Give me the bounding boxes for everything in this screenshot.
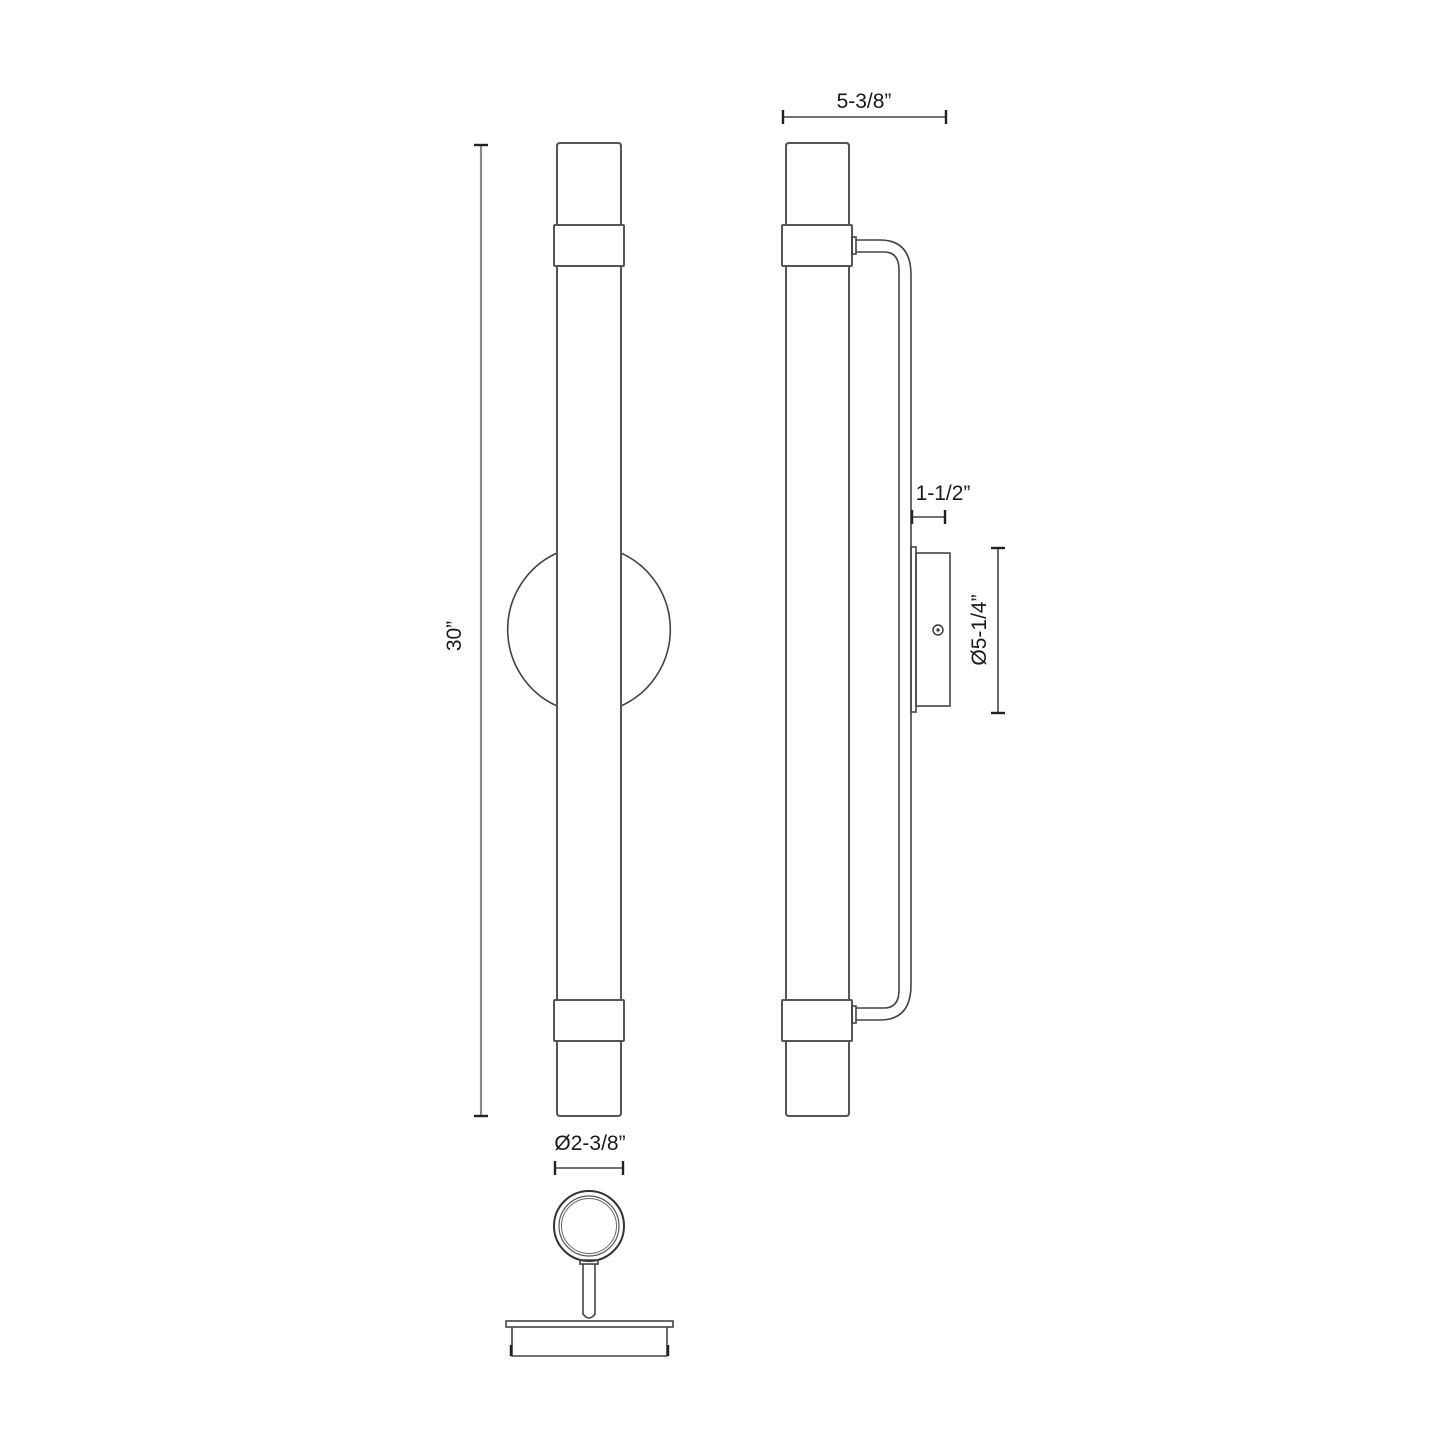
- top-backplate-body: [511, 1327, 668, 1357]
- lower-stud: [851, 1005, 857, 1024]
- front-view: 30”: [443, 142, 672, 1118]
- upper-stud: [851, 236, 857, 255]
- top-stem: [582, 1264, 596, 1319]
- tube-diameter-label: Ø2-3/8”: [554, 1132, 625, 1155]
- side-lower-band: [781, 999, 853, 1042]
- projection-dimension-label: 5-3/8”: [837, 90, 892, 113]
- height-dimension-label: 30”: [443, 621, 466, 651]
- front-upper-band: [553, 224, 625, 267]
- backplate-depth-label: 1-1/2”: [916, 482, 971, 505]
- backplate-depth-dimension: 1-1/2”: [910, 482, 971, 524]
- backplate-diameter-dimension: Ø5-1/4”: [968, 546, 1005, 715]
- top-backplate-lip: [505, 1320, 674, 1328]
- set-screw-icon: [932, 624, 944, 636]
- side-backplate: [910, 546, 951, 713]
- tube-cross-section-inner: [558, 1195, 620, 1257]
- height-dimension: 30”: [443, 143, 488, 1118]
- side-tube: [785, 142, 850, 1117]
- support-arm: [856, 239, 912, 1021]
- side-upper-band: [781, 224, 853, 267]
- tube-cross-section-outer: [553, 1190, 625, 1262]
- side-view: 5-3/8” 1-1/2” Ø5-1/4”: [781, 90, 1005, 1117]
- top-view: Ø2-3/8”: [505, 1132, 674, 1357]
- front-tube: [556, 142, 622, 1117]
- tube-diameter-dimension: Ø2-3/8”: [553, 1132, 626, 1175]
- round-backplate: [506, 552, 672, 707]
- backplate-diameter-label: Ø5-1/4”: [968, 594, 991, 665]
- front-lower-band: [553, 999, 625, 1042]
- projection-dimension: 5-3/8”: [781, 90, 948, 124]
